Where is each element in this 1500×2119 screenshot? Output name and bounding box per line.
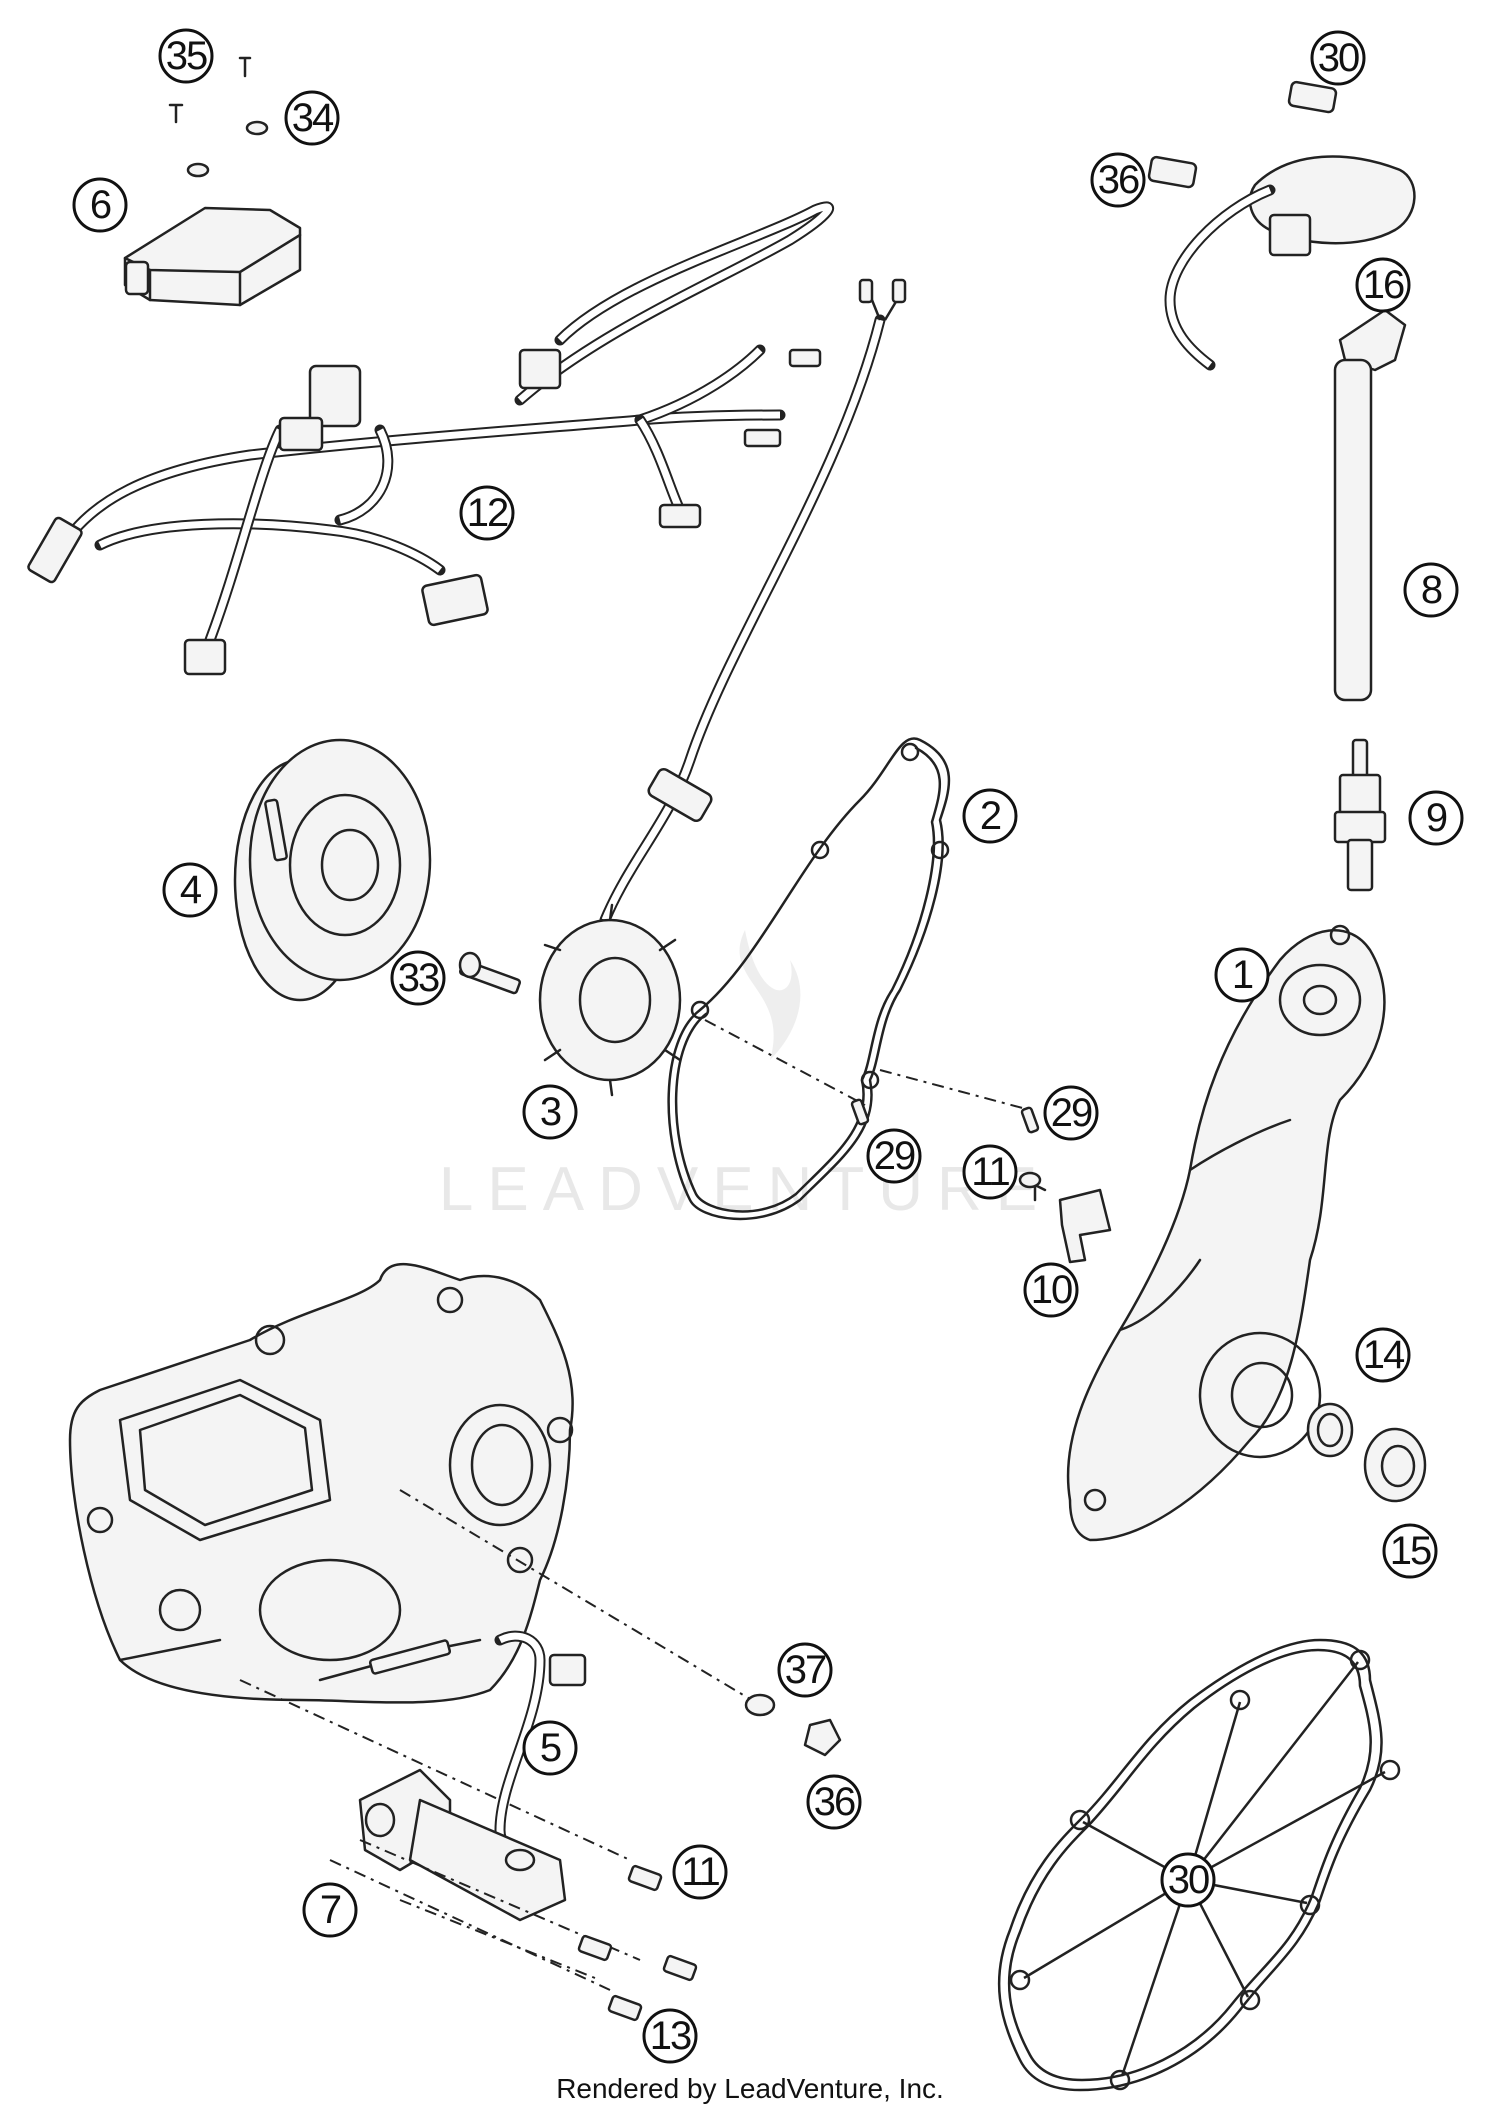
svg-text:1: 1 [1232,953,1253,997]
svg-text:11: 11 [681,1850,719,1894]
callout-10: 10 [1023,1262,1079,1318]
spark-plug-cap [1333,308,1407,702]
callout-30b: 30 [1160,1852,1216,1908]
callout-4: 4 [162,862,218,918]
svg-text:8: 8 [1421,568,1442,612]
footer-credit: Rendered by LeadVenture, Inc. [556,2073,944,2104]
svg-text:6: 6 [90,183,111,227]
gasket-bottom [997,1638,1401,2092]
wiring-harness [27,201,835,676]
stator-cable [599,278,907,926]
svg-text:15: 15 [1390,1529,1431,1573]
callout-14: 14 [1355,1327,1411,1383]
callout-15: 15 [1382,1523,1438,1579]
svg-text:29: 29 [874,1134,915,1178]
leader-11b [239,1679,631,1861]
callout-37: 37 [777,1642,833,1698]
leader-29b [879,1069,1031,1111]
svg-text:33: 33 [398,956,439,1000]
svg-text:13: 13 [650,2014,691,2058]
svg-text:9: 9 [1426,796,1447,840]
washer-37-nut-36 [744,1693,842,1757]
callout-29b: 29 [866,1128,922,1184]
callout-16: 16 [1355,257,1411,313]
leader-37 [399,1489,761,1706]
watermark: LEADVENTURE [439,930,1051,1224]
svg-text:10: 10 [1031,1268,1072,1312]
leader-29a [704,1019,866,1106]
callout-36b: 36 [806,1774,862,1830]
o-ring-and-plug [1306,1402,1427,1503]
svg-text:7: 7 [320,1888,341,1932]
svg-text:16: 16 [1363,263,1404,307]
crankcase [68,1262,574,1704]
svg-text:36: 36 [814,1780,855,1824]
ignition-module [123,206,302,307]
callout-13: 13 [642,2008,698,2064]
watermark-text: LEADVENTURE [439,1155,1051,1224]
svg-text:30: 30 [1318,36,1359,80]
bolt-33 [458,951,521,995]
callout-36a: 36 [1090,152,1146,208]
sensor-bracket [358,1768,567,1922]
callout-35: 35 [158,28,214,84]
svg-text:35: 35 [166,34,207,78]
svg-text:12: 12 [467,491,508,535]
svg-text:3: 3 [540,1090,561,1134]
callout-12: 12 [459,485,515,541]
svg-text:11: 11 [971,1150,1009,1194]
callout-33: 33 [390,950,446,1006]
svg-text:14: 14 [1363,1333,1405,1377]
callout-9: 9 [1408,790,1464,846]
svg-text:34: 34 [292,96,334,140]
spark-plug [1333,738,1387,892]
svg-text:4: 4 [180,868,202,912]
svg-text:2: 2 [980,794,1001,838]
callout-11a: 11 [962,1144,1018,1200]
callout-30a: 30 [1310,30,1366,86]
svg-text:37: 37 [785,1648,826,1692]
callout-7: 7 [302,1882,358,1938]
ignition-cover [1066,924,1386,1542]
svg-text:30: 30 [1168,1858,1209,1902]
callout-2: 2 [962,788,1018,844]
ignition-coil [1147,80,1416,371]
callout-11b: 11 [672,1844,728,1900]
screws-top-left [168,56,269,178]
callout-3: 3 [522,1084,578,1140]
bolts-13-11 [329,1839,698,2022]
gasket-cover [667,737,951,1221]
svg-text:36: 36 [1098,158,1139,202]
svg-text:5: 5 [540,1726,561,1770]
callout-6: 6 [72,177,128,233]
callout-34: 34 [284,90,340,146]
callout-29a: 29 [1043,1085,1099,1141]
screw-11-bracket-10 [1018,1171,1112,1264]
stator [538,903,682,1097]
callout-5: 5 [522,1720,578,1776]
callout-1: 1 [1214,947,1270,1003]
callout-8: 8 [1403,562,1459,618]
flywheel [233,738,432,1002]
svg-text:29: 29 [1051,1091,1092,1135]
